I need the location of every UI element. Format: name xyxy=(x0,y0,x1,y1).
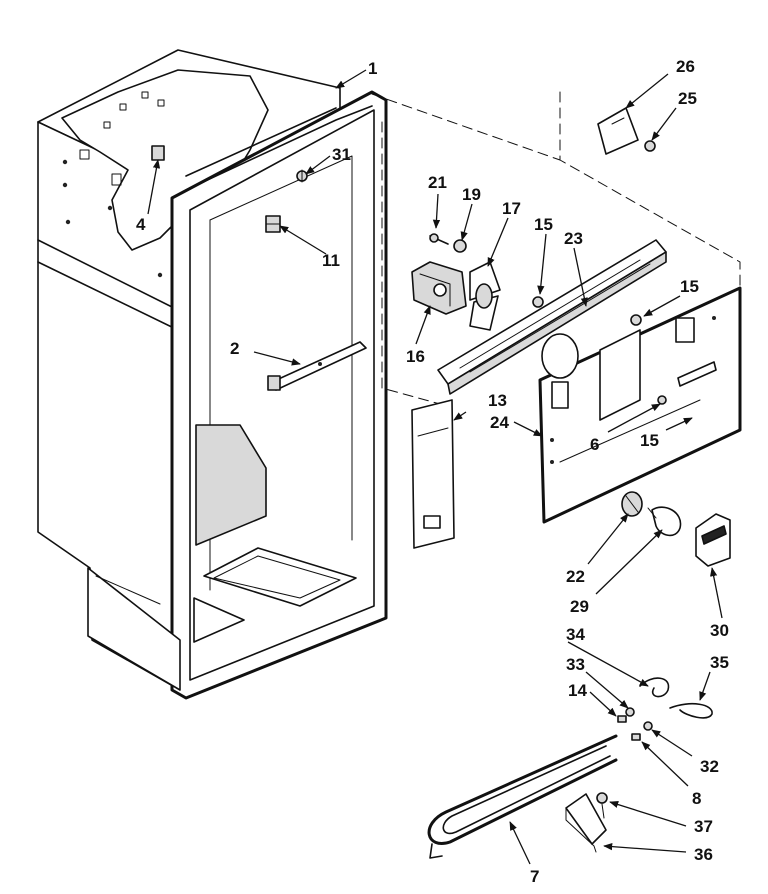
part-26-cover xyxy=(597,107,639,155)
part-32-washer xyxy=(643,721,653,731)
assembly-line-top xyxy=(559,91,741,351)
part-16-fan-motor xyxy=(411,261,467,315)
assembly-line-mid xyxy=(371,93,561,161)
callout-6: 6 xyxy=(590,435,599,454)
callout-37: 37 xyxy=(694,817,713,836)
part-7-defrost-heater xyxy=(427,734,618,859)
callout-32: 32 xyxy=(700,757,719,776)
callout-1: 1 xyxy=(368,59,377,78)
part-4-clip xyxy=(151,145,165,161)
callout-33: 33 xyxy=(566,655,585,674)
part-15-screw-a xyxy=(532,296,544,308)
callout-34: 34 xyxy=(566,625,585,644)
callout-30: 30 xyxy=(710,621,729,640)
part-33-bushing xyxy=(625,707,635,717)
callout-19: 19 xyxy=(462,185,481,204)
part-34-harness xyxy=(639,677,670,698)
callout-14: 14 xyxy=(568,681,587,700)
part-22-lamp-socket xyxy=(621,491,643,517)
part-19-bushing xyxy=(453,239,467,253)
assembly-line-left xyxy=(381,121,441,405)
callout-36: 36 xyxy=(694,845,713,864)
part-25-screw xyxy=(644,140,656,152)
callout-8: 8 xyxy=(692,789,701,808)
part-21-screw xyxy=(429,233,449,245)
callout-25: 25 xyxy=(678,89,697,108)
part-15-screw-b xyxy=(630,314,642,326)
callout-16: 16 xyxy=(406,347,425,366)
part-31-screw xyxy=(296,169,308,183)
callout-7: 7 xyxy=(530,867,539,886)
part-36-bracket xyxy=(565,793,607,853)
callout-labels: 1 2 4 11 31 26 25 21 19 17 15 23 15 16 1… xyxy=(136,57,729,886)
callout-23: 23 xyxy=(564,229,583,248)
callout-26: 26 xyxy=(676,57,695,76)
callout-15-right: 15 xyxy=(680,277,699,296)
callout-22: 22 xyxy=(566,567,585,586)
part-23-shroud xyxy=(437,239,667,395)
leader-lines xyxy=(147,69,723,865)
part-35-harness xyxy=(669,702,713,719)
callout-21: 21 xyxy=(428,173,447,192)
callout-2: 2 xyxy=(230,339,239,358)
part-6-screw xyxy=(657,395,667,405)
part-30-lamp-shield xyxy=(695,513,731,567)
callout-29: 29 xyxy=(570,597,589,616)
part-24-evaporator-cover xyxy=(538,286,742,524)
part-8-clip xyxy=(631,733,641,741)
callout-24: 24 xyxy=(490,413,509,432)
part-29-light-bulb xyxy=(647,506,682,537)
cabinet-liner xyxy=(37,49,388,700)
part-37-screw xyxy=(596,792,608,819)
part-2-bracket xyxy=(267,341,367,391)
callout-31: 31 xyxy=(332,145,351,164)
part-14-clip xyxy=(617,715,627,723)
callout-4: 4 xyxy=(136,215,146,234)
part-13-duct xyxy=(411,399,455,549)
callout-15-lower: 15 xyxy=(640,431,659,450)
part-11-clip xyxy=(265,215,281,233)
callout-15-top: 15 xyxy=(534,215,553,234)
callout-17: 17 xyxy=(502,199,521,218)
callout-35: 35 xyxy=(710,653,729,672)
callout-13: 13 xyxy=(488,391,507,410)
part-17-fan-blade xyxy=(469,261,501,331)
callout-11: 11 xyxy=(322,251,340,270)
